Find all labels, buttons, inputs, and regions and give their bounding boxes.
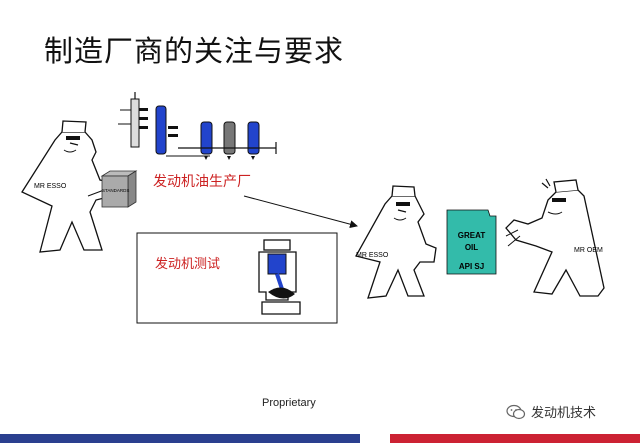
plant-tank-4 <box>247 121 260 155</box>
engine-cross-section-icon <box>258 239 301 315</box>
standards-box-label: STANDARDS <box>102 188 129 193</box>
person-middle-label: MR ESSO <box>356 252 389 259</box>
bottom-bar-red <box>390 434 640 443</box>
standards-box: STANDARDS <box>100 170 138 208</box>
person-right-glasses <box>552 198 566 202</box>
wechat-icon <box>506 404 526 419</box>
watermark-text: 发动机技术 <box>531 406 597 421</box>
person-middle-glasses <box>396 202 410 206</box>
footer-proprietary: Proprietary <box>262 397 316 409</box>
person-middle-figure: MR ESSO <box>355 185 437 299</box>
person-right-figure: MR OEM <box>505 178 605 297</box>
person-left-label: MR ESSO <box>34 183 67 190</box>
oil-can-line1: GREAT <box>458 231 486 240</box>
oil-can: GREAT OIL API SJ <box>446 209 497 275</box>
bottom-bar-blue <box>0 434 360 443</box>
engine-test-panel: 发动机测试 <box>136 232 338 324</box>
person-left-figure: MR ESSO <box>21 120 113 253</box>
plant-tank-2 <box>200 121 213 155</box>
oil-can-line3: API SJ <box>459 262 484 271</box>
flow-arrow <box>243 195 358 229</box>
plant-tank-1 <box>155 105 167 155</box>
oil-plant-label: 发动机油生产厂 <box>153 174 251 190</box>
person-left-glasses <box>66 136 80 140</box>
person-right-label: MR OEM <box>574 247 603 254</box>
oil-can-line2: OIL <box>465 243 478 252</box>
plant-tank-3 <box>223 121 236 155</box>
watermark: 发动机技术 <box>506 402 596 421</box>
oil-plant <box>118 92 277 160</box>
engine-test-label: 发动机测试 <box>155 256 220 272</box>
bottom-color-bar <box>0 434 640 443</box>
bottom-bar-gap <box>360 434 390 443</box>
slide-title: 制造厂商的关注与要求 <box>44 34 345 68</box>
